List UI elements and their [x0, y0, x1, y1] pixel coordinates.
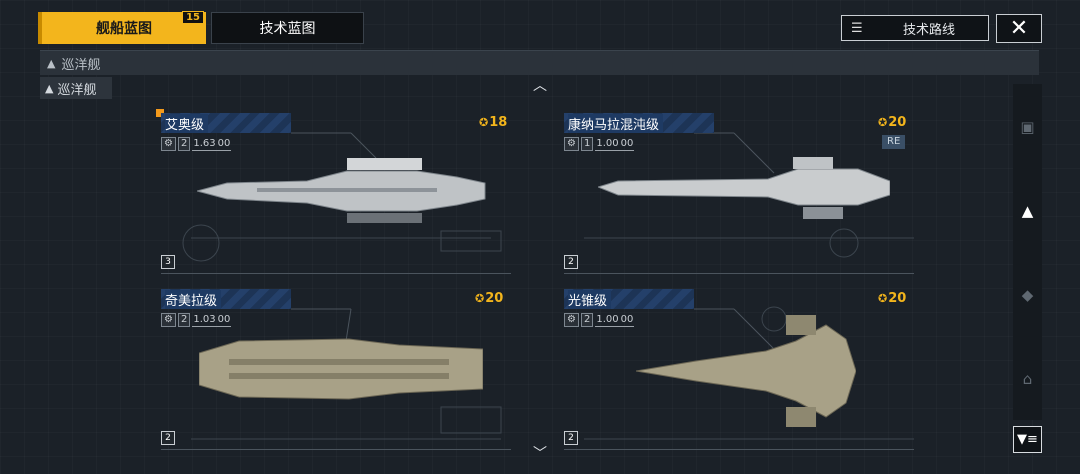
coin-icon: ✪	[878, 116, 888, 129]
frigate-icon[interactable]: ▣	[1020, 118, 1035, 136]
ship-image	[636, 315, 856, 427]
level-badge: 2	[564, 431, 578, 445]
cost-display: ✪20	[475, 291, 504, 306]
tab-tech-blueprint-label: 技术蓝图	[259, 21, 316, 37]
re-tag: RE	[882, 135, 906, 149]
scroll-down-icon[interactable]: ﹀	[533, 446, 547, 462]
coin-icon: ✪	[479, 116, 489, 129]
ship-stats: ⚙ 1 1.00 00	[564, 137, 635, 151]
category-chip-label: 巡洋舰	[57, 82, 97, 98]
coin-icon: ✪	[878, 292, 888, 305]
tab-ship-blueprint-label: 舰船蓝图	[96, 21, 152, 37]
ship-name: 康纳马拉混沌级	[564, 113, 714, 133]
filter-button[interactable]: ▼≡	[1013, 426, 1042, 453]
ship-image	[197, 158, 486, 223]
cost-display: ✪20	[878, 115, 907, 130]
ship-class-icon: ⚙	[161, 137, 176, 151]
level-badge: 2	[564, 255, 578, 269]
blueprint-lines	[584, 132, 914, 258]
ship-image	[598, 157, 890, 219]
level-badge: 2	[161, 431, 175, 445]
cruiser-icon: ▲	[47, 56, 56, 70]
tab-tech-blueprint[interactable]: 技术蓝图	[211, 12, 364, 44]
ship-class-icon: ⚙	[161, 313, 176, 327]
ship-stats: ⚙ 2 1.63 00	[161, 137, 232, 151]
battleship-icon[interactable]: ⌂	[1022, 370, 1033, 388]
new-marker	[156, 109, 164, 117]
ship-count-badge: 15	[182, 11, 204, 24]
ship-card-chimera[interactable]: 奇美拉级 ✪20 ⚙ 2 1.03 00 2	[161, 289, 511, 450]
tech-route-button[interactable]: ☰ 技术路线	[841, 15, 989, 41]
ship-stats: ⚙ 2 1.03 00	[161, 313, 232, 327]
cost-display: ✪18	[479, 115, 508, 130]
tech-route-label: 技术路线	[903, 22, 956, 38]
tech-tree-icon: ☰	[851, 20, 863, 36]
ship-image	[199, 338, 483, 400]
close-icon: ✕	[1009, 16, 1029, 41]
category-bar-label: 巡洋舰	[61, 57, 101, 73]
blueprint-lines	[191, 308, 502, 440]
ship-class-rail: ▣ ▲ ◆ ⌂	[1013, 84, 1042, 420]
close-button[interactable]: ✕	[996, 14, 1042, 43]
ship-class-icon: ⚙	[564, 137, 579, 151]
ship-name: 奇美拉级	[161, 289, 291, 309]
ship-class-icon: ⚙	[564, 313, 579, 327]
scroll-up-icon[interactable]: ︿	[533, 78, 547, 94]
filter-icon: ▼≡	[1017, 432, 1038, 447]
level-badge: 3	[161, 255, 175, 269]
tab-ship-blueprint[interactable]: 舰船蓝图 15	[38, 11, 206, 44]
category-filter-chip[interactable]: ▲ 巡洋舰	[40, 77, 112, 99]
ship-card-connemara[interactable]: 康纳马拉混沌级 ✪20 ⚙ 1 1.00 00 RE 2	[564, 113, 914, 274]
cruiser-icon: ▲	[45, 81, 54, 95]
ship-stats: ⚙ 2 1.00 00	[564, 313, 635, 327]
cruiser-icon[interactable]: ▲	[1021, 202, 1034, 220]
cost-display: ✪20	[878, 291, 907, 306]
coin-icon: ✪	[475, 292, 485, 305]
ship-card-io[interactable]: 艾奥级 ✪18 ⚙ 2 1.63 00 3	[161, 113, 511, 274]
destroyer-icon[interactable]: ◆	[1021, 286, 1034, 304]
category-bar: ▲ 巡洋舰	[40, 50, 1039, 75]
ship-name: 光锥级	[564, 289, 694, 309]
blueprint-lines	[182, 132, 502, 262]
ship-card-light-cone[interactable]: 光锥级 ✪20 ⚙ 2 1.00 00 2	[564, 289, 914, 450]
ship-name: 艾奥级	[161, 113, 291, 133]
